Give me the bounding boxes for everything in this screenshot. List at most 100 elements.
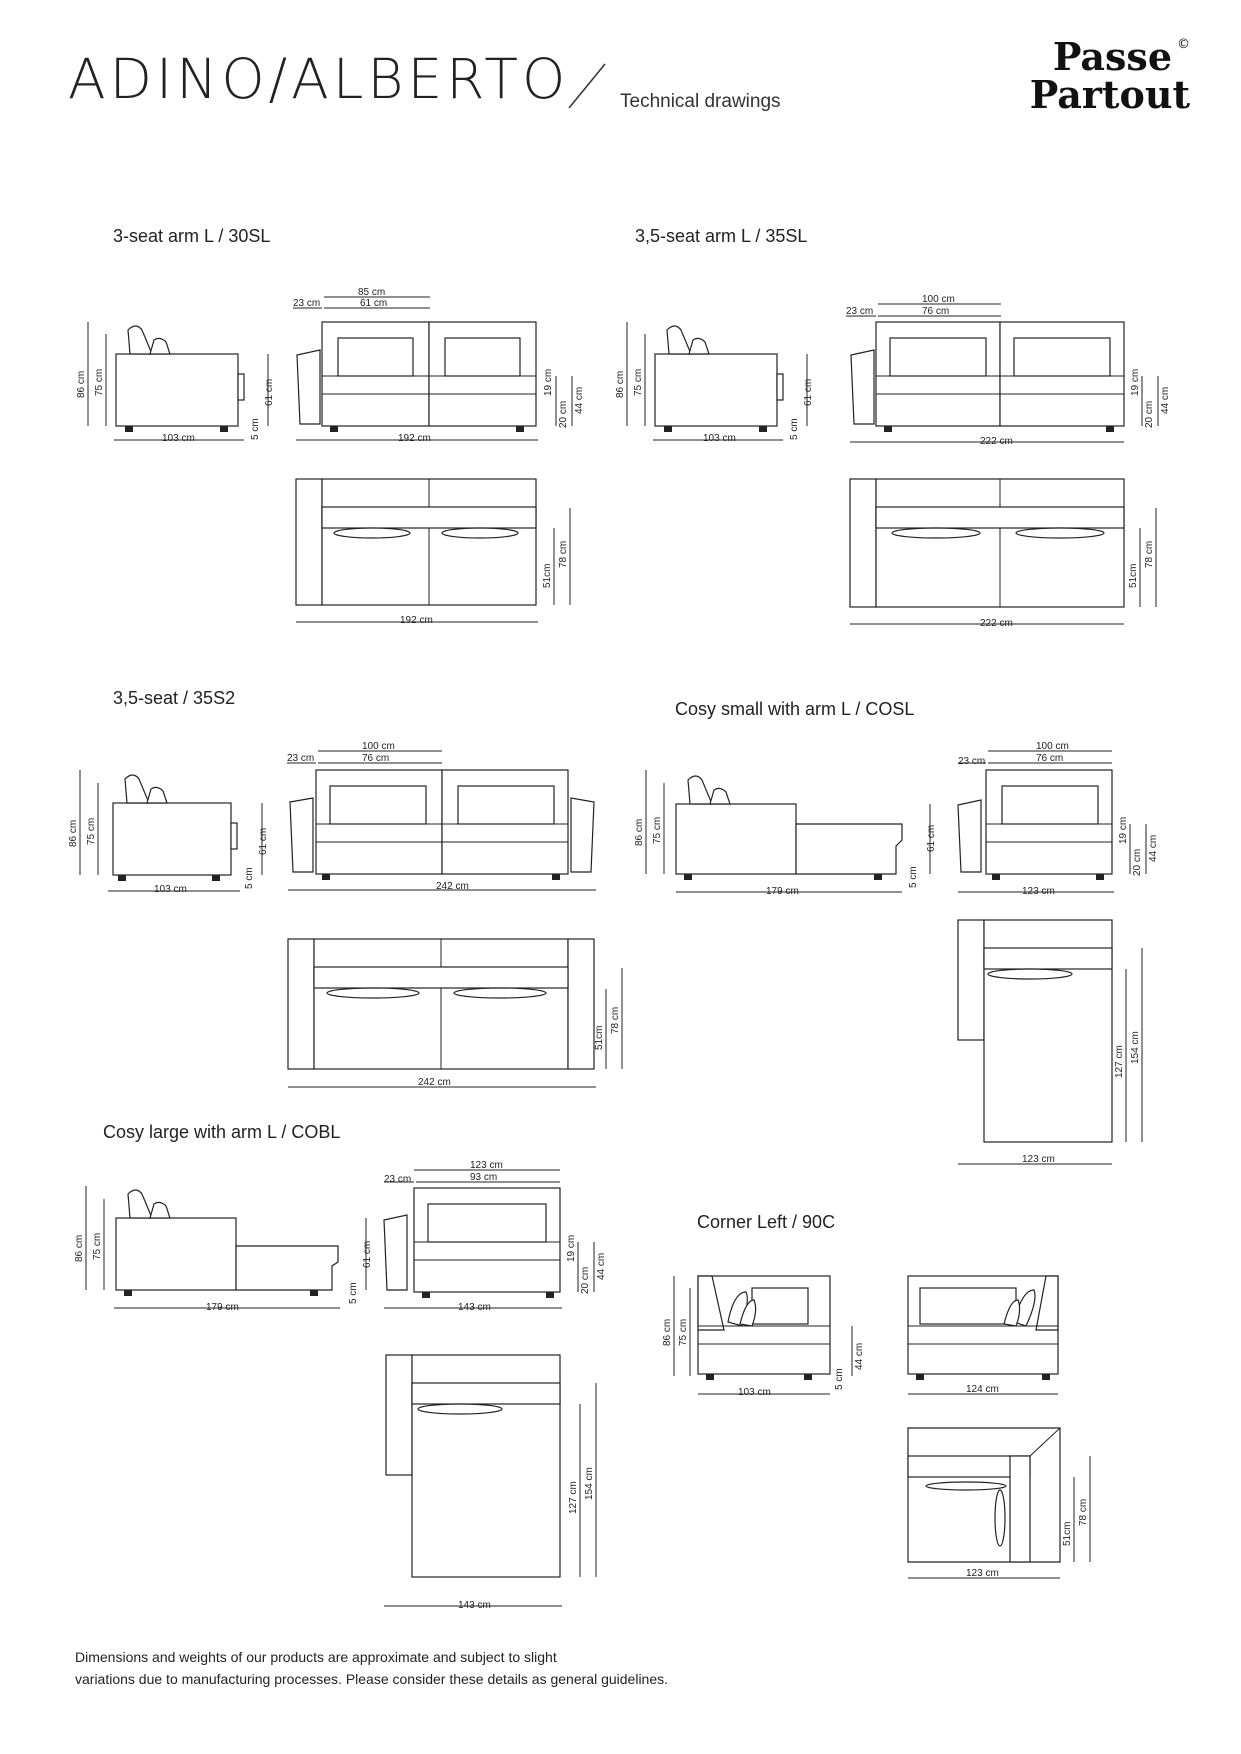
drawing-90c-front-left — [673, 1275, 853, 1395]
dim-label: 127 cm — [1114, 1045, 1125, 1078]
disclaimer-footer: Dimensions and weights of our products a… — [75, 1646, 668, 1690]
dim-label: 123 cm — [966, 1568, 999, 1579]
dim-label: 61 cm — [264, 379, 275, 406]
section-title-cosl: Cosy small with arm L / COSL — [675, 699, 915, 719]
dim-label: 100 cm — [362, 741, 395, 752]
dim-label: 75 cm — [86, 818, 97, 845]
dim-label: 61 cm — [803, 379, 814, 406]
drawing-90c-top — [907, 1427, 1091, 1579]
dim-label: 20 cm — [558, 401, 569, 428]
dim-label: 51cm — [1128, 564, 1139, 588]
dim-label: 103 cm — [154, 884, 187, 895]
dim-label: 86 cm — [615, 371, 626, 398]
dim-label: 85 cm — [358, 287, 385, 298]
dim-label: 93 cm — [470, 1172, 497, 1183]
dim-label: 143 cm — [458, 1600, 491, 1611]
drawing-35sl-front — [846, 303, 1159, 443]
dim-label: 19 cm — [1118, 817, 1129, 844]
dim-label: 179 cm — [766, 886, 799, 897]
dim-label: 75 cm — [633, 369, 644, 396]
dim-label: 61 cm — [926, 825, 937, 852]
dim-label: 23 cm — [384, 1174, 411, 1185]
drawing-35sl-top — [849, 478, 1157, 625]
dim-label: 192 cm — [400, 615, 433, 626]
dim-label: 5 cm — [244, 867, 255, 889]
dim-label: 179 cm — [206, 1302, 239, 1313]
drawing-cosl-side — [645, 770, 931, 893]
dim-label: 51cm — [1062, 1522, 1073, 1546]
dim-label: 127 cm — [568, 1481, 579, 1514]
disclaimer-line-2: variations due to manufacturing processe… — [75, 1671, 669, 1687]
dim-label: 20 cm — [1144, 401, 1155, 428]
drawing-30sl-front — [293, 296, 573, 441]
dim-label: 192 cm — [398, 433, 431, 444]
logo-word-passe: Passe — [1052, 34, 1172, 79]
dim-label: 100 cm — [922, 294, 955, 305]
dim-label: 123 cm — [1022, 886, 1055, 897]
dim-label: 51cm — [594, 1026, 605, 1050]
drawing-cosl-front — [957, 750, 1147, 893]
page-subtitle: Technical drawings — [620, 91, 781, 112]
dim-label: 222 cm — [980, 618, 1013, 629]
section-title-30sl: 3-seat arm L / 30SL — [113, 226, 271, 246]
dim-label: 103 cm — [703, 433, 736, 444]
dim-label: 5 cm — [789, 418, 800, 440]
dim-label: 78 cm — [1144, 541, 1155, 568]
dim-label: 75 cm — [94, 369, 105, 396]
drawing-cobl-top — [384, 1354, 597, 1607]
dim-label: 124 cm — [966, 1384, 999, 1395]
drawing-35s2-side — [79, 770, 263, 892]
dim-label: 19 cm — [566, 1235, 577, 1262]
disclaimer-line-1: Dimensions and weights of our products a… — [75, 1649, 557, 1665]
dim-label: 86 cm — [634, 819, 645, 846]
dim-label: 61 cm — [258, 828, 269, 855]
dim-label: 5 cm — [250, 418, 261, 440]
dim-label: 78 cm — [558, 541, 569, 568]
drawing-30sl-side — [87, 322, 269, 441]
dim-label: 103 cm — [162, 433, 195, 444]
dim-label: 76 cm — [1036, 753, 1063, 764]
title-slash-divider — [568, 63, 606, 109]
section-title-35s2: 3,5-seat / 35S2 — [113, 688, 236, 708]
dim-label: 86 cm — [74, 1235, 85, 1262]
dim-label: 44 cm — [1148, 835, 1159, 862]
dim-label: 222 cm — [980, 436, 1013, 447]
section-title-35sl: 3,5-seat arm L / 35SL — [635, 226, 808, 246]
dim-label: 78 cm — [1078, 1499, 1089, 1526]
drawing-90c-front-right — [907, 1275, 1059, 1395]
dim-label: 5 cm — [834, 1368, 845, 1390]
dim-label: 23 cm — [846, 306, 873, 317]
dim-label: 143 cm — [458, 1302, 491, 1313]
section-title-90c: Corner Left / 90C — [697, 1212, 836, 1232]
dim-label: 23 cm — [287, 753, 314, 764]
dim-label: 61 cm — [360, 298, 387, 309]
dim-label: 154 cm — [584, 1467, 595, 1500]
dim-label: 61 cm — [362, 1241, 373, 1268]
dim-label: 75 cm — [652, 817, 663, 844]
dim-label: 75 cm — [678, 1319, 689, 1346]
dim-label: 23 cm — [958, 756, 985, 767]
dim-label: 76 cm — [922, 306, 949, 317]
brand-logo: Passe Partout © — [1000, 38, 1190, 114]
dim-label: 86 cm — [68, 820, 79, 847]
drawing-cobl-front — [383, 1169, 595, 1309]
drawing-cosl-top — [957, 919, 1143, 1165]
dim-label: 20 cm — [1132, 849, 1143, 876]
dim-label: 51cm — [542, 564, 553, 588]
dim-label: 20 cm — [580, 1267, 591, 1294]
drawing-35s2-front — [287, 750, 596, 891]
dim-label: 78 cm — [610, 1007, 621, 1034]
dim-label: 19 cm — [1130, 369, 1141, 396]
drawing-35s2-top — [287, 938, 623, 1088]
dim-label: 103 cm — [738, 1387, 771, 1398]
dim-label: 100 cm — [1036, 741, 1069, 752]
dim-label: 19 cm — [543, 369, 554, 396]
dim-label: 75 cm — [92, 1233, 103, 1260]
dim-label: 86 cm — [76, 371, 87, 398]
dim-label: 123 cm — [470, 1160, 503, 1171]
dim-label: 86 cm — [662, 1319, 673, 1346]
copyright-mark: © — [1177, 37, 1190, 52]
dim-label: 154 cm — [1130, 1031, 1141, 1064]
drawing-35sl-side — [626, 322, 808, 441]
